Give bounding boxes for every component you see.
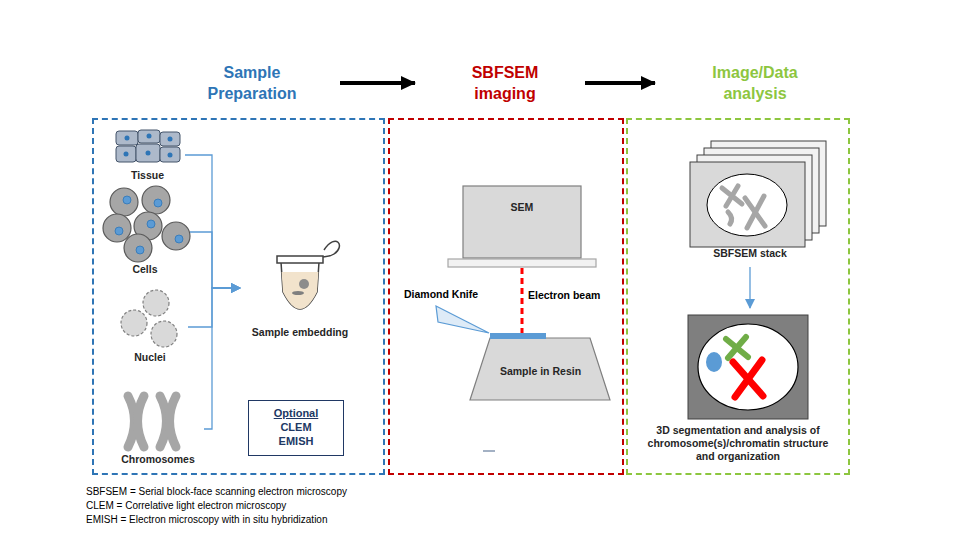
- node-label: Nuclei: [134, 351, 166, 364]
- optional-box: OptionalCLEMEMISH: [248, 400, 344, 456]
- sample-holder-box: Sample in Resin: [468, 333, 613, 401]
- flow-arrow: [585, 81, 655, 85]
- embedding-step: Sample embedding: [240, 230, 360, 341]
- dash-mark: [483, 450, 495, 452]
- chromosomes-icon: [128, 396, 176, 447]
- node-label: Sample embedding: [252, 326, 348, 339]
- node-label: Cells: [132, 263, 157, 276]
- sample-type: Chromosomes: [112, 390, 204, 468]
- image-stack-box: SBFSEM stack: [680, 138, 820, 262]
- sample-type: Tissue: [110, 126, 185, 184]
- stage-heading: SBFSEM imaging: [449, 62, 561, 104]
- note-text: CLEM: [280, 421, 311, 435]
- node-label: Chromosomes: [121, 453, 195, 466]
- stage-panel: Image/Data analysisSBFSEM stack3D segmen…: [626, 118, 850, 475]
- image-stack: [690, 141, 826, 247]
- nuclei-icon: [121, 290, 177, 347]
- footnote: SBFSEM = Serial block-face scanning elec…: [86, 486, 347, 497]
- sample-type: Nuclei: [112, 288, 188, 366]
- segmentation-box: 3D segmentation and analysis of chromoso…: [638, 313, 838, 465]
- node-label: Tissue: [131, 169, 164, 182]
- note-text: Optional: [274, 407, 319, 421]
- segmentation-image: [688, 315, 808, 419]
- flow-arrow: [188, 288, 240, 327]
- footnote: CLEM = Correlative light electron micros…: [86, 500, 286, 511]
- node-label: Sample in Resin: [500, 365, 581, 378]
- footnote: EMISH = Electron microscopy with in situ…: [86, 514, 327, 525]
- sem-column: [448, 186, 596, 267]
- note-text: EMISH: [279, 435, 314, 449]
- electron-beam: [521, 268, 524, 333]
- flow-arrow: [185, 155, 240, 288]
- stage-heading: Image/Data analysis: [699, 62, 811, 104]
- node-label: SBFSEM stack: [713, 247, 787, 260]
- stage-heading: Sample Preparation: [190, 62, 314, 104]
- flow-arrow: [190, 232, 240, 288]
- flow-arrow: [340, 81, 415, 85]
- diamond-knife: [436, 306, 489, 333]
- sample-holder: [470, 333, 610, 400]
- sem-column-box: SEM: [447, 185, 597, 268]
- cells-icon: [103, 186, 190, 262]
- part-label: Diamond Knife: [404, 288, 478, 300]
- node-label: SEM: [511, 201, 534, 214]
- sample-type: Cells: [100, 186, 190, 278]
- tissue-icon: [116, 130, 180, 162]
- flow-arrow: [749, 267, 750, 308]
- tube-icon: [277, 241, 339, 309]
- node-label: 3D segmentation and analysis of chromoso…: [642, 424, 834, 463]
- part-label: Electron beam: [528, 289, 600, 301]
- stage-panel: Sample PreparationTissueCellsNucleiChrom…: [92, 118, 385, 475]
- flow-arrow: [204, 288, 240, 429]
